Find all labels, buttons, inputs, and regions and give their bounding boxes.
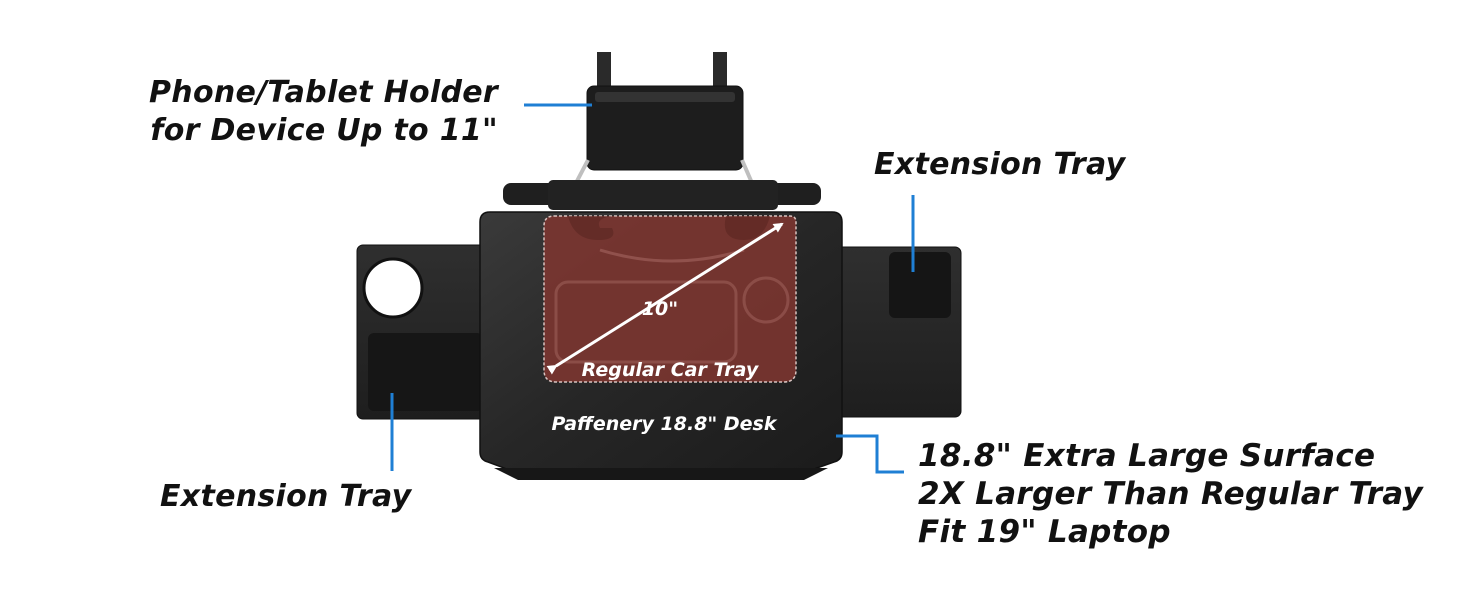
holder-callout-line-2: for Device Up to 11" [150,113,498,148]
holder-callout: Phone/Tablet Holder for Device Up to 11" [149,74,498,150]
phone-holder [574,52,754,197]
desk-label: Paffenery 18.8" Desk [551,413,777,435]
surface-callout-line-3: Fit 19" Laptop [918,514,1171,550]
left-extension-tray [356,244,494,420]
right-storage-slot [889,252,951,318]
surface-callout-line-2: 2X Larger Than Regular Tray [918,476,1424,512]
callout-lines [390,103,915,474]
left-extension-callout: Extension Tray [160,479,412,514]
left-storage-slot [368,333,483,411]
holder-callout-line-1: Phone/Tablet Holder [149,75,498,110]
regular-tray-label: Regular Car Tray [582,359,760,381]
right-extension-callout: Extension Tray [874,147,1126,182]
cup-holder-hole [362,257,424,319]
diagonal-arrow [546,222,784,375]
surface-leader-line [836,434,904,474]
surface-callout-line-1: 18.8" Extra Large Surface [918,438,1376,474]
diagonal-label: 10" [642,298,678,320]
surface-callout: 18.8" Extra Large Surface 2X Larger Than… [918,437,1423,551]
right-extension-tray [819,246,962,418]
